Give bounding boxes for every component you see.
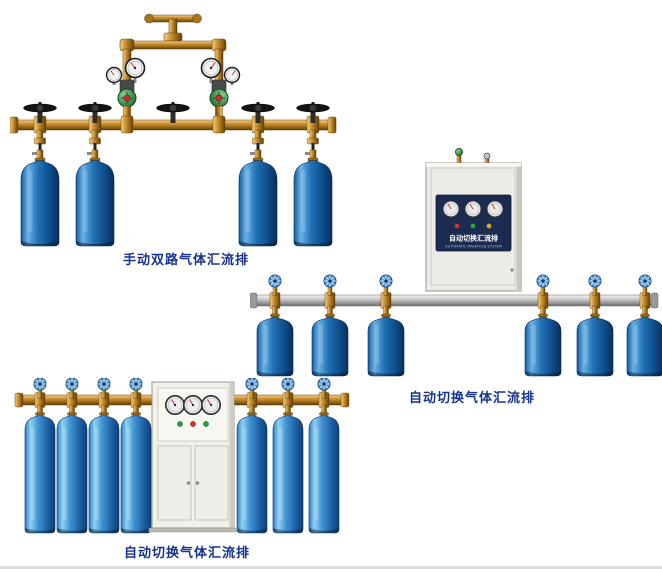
page-bottom-border (0, 566, 662, 569)
gas-cylinder (120, 404, 152, 534)
figure-caption-auto-switch-b: 自动切换气体汇流排 (123, 546, 250, 561)
figure-auto-switch-manifold-a: 自动切换汇流排 AUTOMATIC MANIFOLD SYSTEM (250, 148, 662, 377)
gas-cylinder (272, 404, 304, 534)
gas-cylinder (311, 305, 349, 377)
gas-cylinder (256, 305, 294, 377)
cabinet-subtitle: AUTOMATIC MANIFOLD SYSTEM (445, 245, 502, 249)
cabinet-gauge (165, 394, 186, 415)
gas-cylinder (367, 305, 405, 377)
indicator-light (486, 223, 492, 229)
inlet-valve-knob (454, 148, 463, 156)
gas-cylinder (20, 149, 60, 247)
cabinet-gauge (201, 394, 222, 415)
gas-cylinder (75, 149, 115, 247)
gas-cylinder (308, 404, 340, 534)
control-cabinet (148, 381, 238, 533)
gas-cylinder (576, 305, 614, 377)
door-handle (186, 481, 191, 485)
cabinet-gauge (486, 200, 504, 218)
cylinder-connection (307, 129, 319, 153)
cabinet-gauge (183, 394, 204, 415)
door-lock (510, 268, 514, 272)
cabinet-door (157, 445, 192, 521)
cabinet-gauge (464, 200, 482, 218)
figure-manual-dual-manifold (10, 13, 337, 247)
cabinet-base (148, 527, 238, 533)
figure-caption-manual-dual: 手动双路气体汇流排 (122, 253, 249, 268)
gas-cylinder (56, 404, 88, 534)
gas-cylinder (88, 404, 120, 534)
gas-cylinder (524, 305, 562, 377)
cylinder-connection (89, 129, 101, 153)
indicator-button (190, 421, 196, 427)
cabinet-door (194, 445, 229, 521)
cabinet-gauge (442, 200, 460, 218)
control-cabinet: 自动切换汇流排 AUTOMATIC MANIFOLD SYSTEM (425, 148, 522, 292)
gas-cylinder (626, 305, 662, 377)
cylinder-connection (34, 129, 46, 153)
indicator-light (454, 223, 460, 229)
figure-caption-auto-switch-a: 自动切换气体汇流排 (408, 391, 535, 406)
inlet-valve-knob (483, 152, 491, 160)
gas-cylinder (24, 404, 56, 534)
indicator-button (177, 421, 183, 427)
gas-cylinder (236, 404, 268, 534)
door-handle (195, 481, 200, 485)
indicator-light (470, 223, 476, 229)
indicator-button (203, 421, 209, 427)
manifold-pipe (250, 292, 659, 309)
cylinder-connection (252, 129, 264, 153)
figure-auto-switch-manifold-b (14, 378, 350, 534)
cabinet-title: 自动切换汇流排 (449, 234, 498, 243)
